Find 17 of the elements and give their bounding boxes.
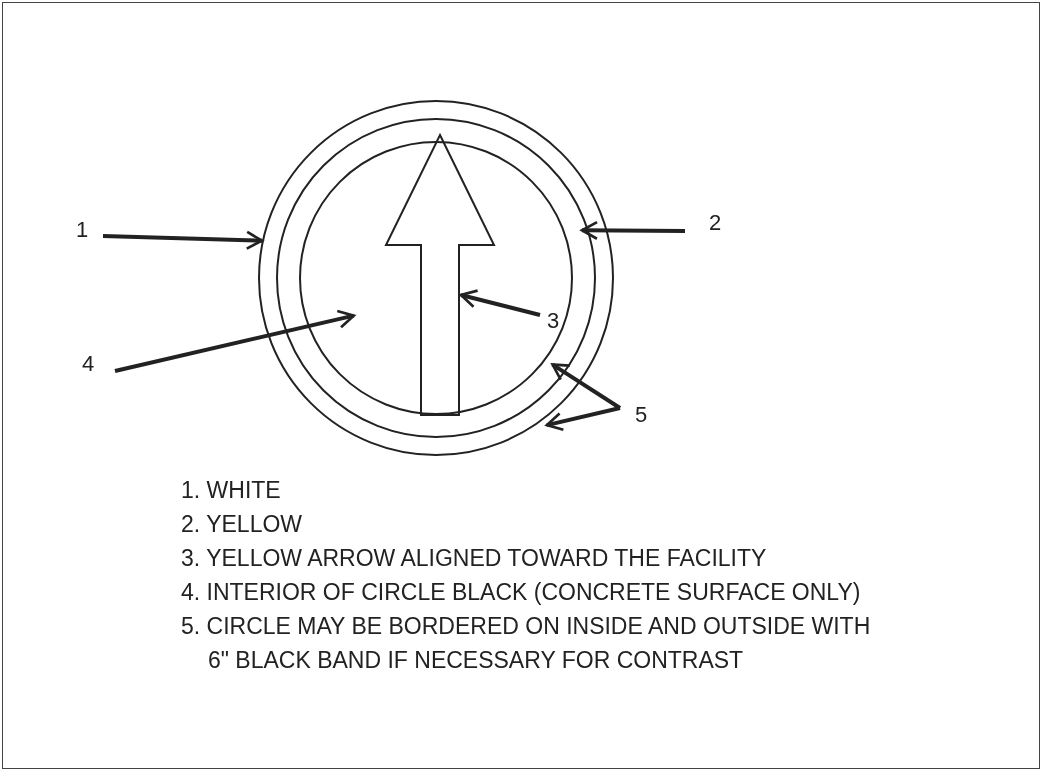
- leader-arrow: [545, 406, 621, 432]
- note-text: 4. INTERIOR OF CIRCLE BLACK (CONCRETE SURFACE ONLY): [181, 578, 862, 607]
- callout-number: 4: [82, 351, 95, 377]
- leader-arrow: [114, 309, 356, 373]
- leader-arrow: [551, 362, 622, 410]
- note-text: 5. CIRCLE MAY BE BORDERED ON INSIDE AND OUTSIDE WITH 6" BLACK BAND IF NECESSARY FOR CONTRAST: [181, 612, 872, 675]
- callout-number: 3: [547, 308, 560, 334]
- callout-number: 1: [76, 217, 89, 243]
- note-text: 1. WHITE: [181, 476, 282, 505]
- leader-arrow: [102, 230, 264, 250]
- leader-arrow: [459, 289, 541, 317]
- arrow-marking: [386, 135, 494, 415]
- note-text: 2. YELLOW: [181, 510, 304, 539]
- note-text: 3. YELLOW ARROW ALIGNED TOWARD THE FACILITY: [181, 544, 768, 573]
- leader-arrow: [580, 220, 685, 241]
- callout-number: 2: [709, 210, 722, 236]
- callout-number: 5: [635, 402, 648, 428]
